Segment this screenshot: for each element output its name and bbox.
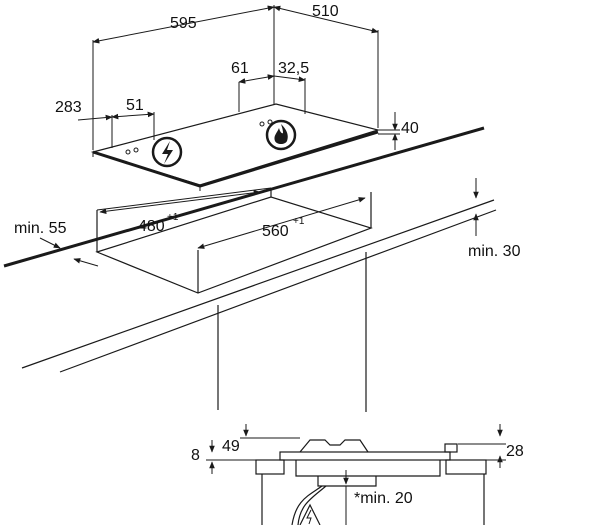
dim-connection-offset: 283 — [55, 99, 82, 116]
dim-section-clearance: *min. 20 — [354, 490, 413, 507]
gas-connection-point — [259, 121, 265, 127]
cable — [291, 485, 323, 525]
gas-flame-icon — [265, 119, 297, 151]
electric-warning-icon — [151, 136, 183, 168]
hob-body — [295, 460, 441, 477]
dim-min-back: min. 30 — [468, 243, 521, 260]
connection-point — [133, 147, 139, 153]
dim-cutout-length: 560 — [262, 223, 289, 240]
dim-section-left: 8 — [191, 447, 200, 464]
section-drawing: 8 49 28 *min. 20 — [191, 424, 524, 525]
hob-bottom — [317, 476, 377, 487]
worktop-back-edge — [3, 126, 485, 268]
electric-warning-icon — [299, 503, 321, 525]
hob-drawing — [90, 103, 381, 191]
dim-gas-offset-1: 61 — [231, 60, 249, 77]
cutout-outline — [95, 196, 373, 294]
worktop-block-left — [255, 459, 285, 475]
cutout-dimensions: 480 +1 560 +1 min. 55 min. 30 — [14, 178, 521, 267]
dim-gas-offset-2: 32,5 — [278, 60, 309, 77]
worktop-front-edge-top — [21, 199, 495, 369]
dim-section-burner: 49 — [222, 438, 240, 455]
dim-hob-height: 40 — [401, 120, 419, 137]
gas-connection-point — [267, 119, 273, 125]
dim-cutout-width: 480 — [138, 218, 165, 235]
hob-dimensions: 595 510 61 32,5 283 51 40 — [55, 3, 419, 150]
dim-cutout-width-tolerance: +1 — [167, 212, 179, 223]
worktop-block-right — [445, 459, 487, 475]
dim-connection-offset-2: 51 — [126, 97, 144, 114]
dim-min-front: min. 55 — [14, 220, 67, 237]
dim-hob-width: 595 — [170, 15, 197, 32]
burner — [299, 439, 369, 453]
hob-plate — [279, 451, 451, 461]
dim-hob-depth: 510 — [312, 3, 339, 20]
hob-front-edge — [92, 130, 379, 188]
dim-section-right: 28 — [506, 443, 524, 460]
connection-point — [125, 149, 131, 155]
knob — [444, 443, 458, 453]
worktop-front-edge-bottom — [59, 209, 497, 373]
dim-cutout-length-tolerance: +1 — [293, 216, 305, 227]
